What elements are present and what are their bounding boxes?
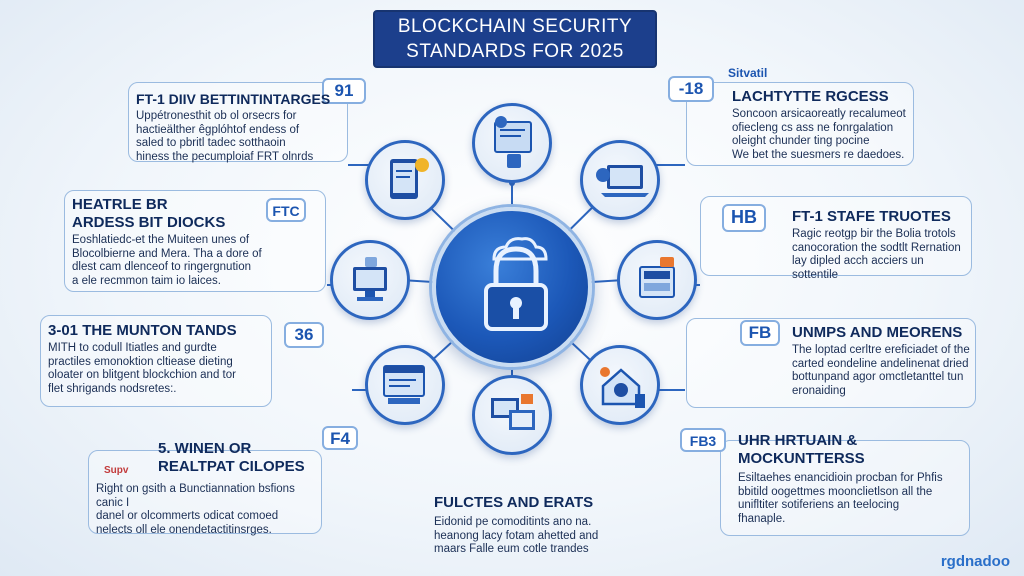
body-section-3: MITH to codull Itiatles and gurdte pract… [48, 342, 236, 395]
card-section-3 [40, 315, 272, 407]
body-section-2: Eoshlatiedc-et the Muiteen unes of Bloco… [72, 234, 262, 287]
body-section-1: Uppétronesthit ob ol orsecrs for hactieä… [136, 110, 314, 163]
body-section-6: Esiltaehes enancidioin procban for Phfis… [738, 472, 943, 525]
document-icon [494, 116, 532, 168]
body-section-8: Ragic reotgp bir the Bolia trotols canoc… [792, 228, 961, 281]
badge-section-6: FB3 [680, 428, 726, 452]
badge-section-7: FB [740, 320, 780, 346]
screens-icon [491, 394, 535, 430]
heading-section-9: LACHTYTTE RGCESS [732, 88, 889, 105]
node-document [472, 103, 552, 183]
body-section-4: Right on gsith a Bunctiannation bsfions … [96, 483, 295, 536]
watermark-logo: rgdnadoo [940, 553, 1010, 570]
heading-section-6: UHR HRTUAIN &MOCKUNTTERSS [738, 432, 865, 467]
node-house-security [580, 345, 660, 425]
heading-section-8: FT-1 STAFE TRUOTES [792, 208, 951, 225]
card-section-9 [686, 82, 914, 166]
badge-section-1: 91 [322, 78, 366, 104]
padlock-cloud-icon [484, 237, 548, 331]
heading-section-3: 3-01 THE MUNTON TANDS [48, 322, 237, 339]
card-section-6 [720, 440, 970, 536]
body-section-5: Eidonid pe comoditints ano na. heanong l… [434, 516, 599, 555]
document-icon [390, 158, 429, 199]
node-laptop [580, 140, 660, 220]
laptop-icon [596, 165, 649, 197]
title-line-1: BLOCKCHAIN SECURITY [397, 16, 633, 37]
badge-section-9: -18 [668, 76, 714, 102]
heading-section-1: FT-1 DIIV BETTINTINTARGES [136, 91, 331, 107]
node-screens [472, 375, 552, 455]
heading-section-7: UNMPS AND MEORENS [792, 324, 963, 341]
card-section-4 [88, 450, 322, 534]
tag-top-right: Sitvatil [728, 66, 768, 80]
monitor-icon [353, 257, 387, 301]
node-server [617, 240, 697, 320]
node-browser-window [365, 345, 445, 425]
title-line-2: STANDARDS FOR 2025 [406, 41, 624, 62]
server-icon [639, 257, 675, 298]
heading-section-5: FULCTES AND ERATS [434, 494, 594, 511]
page-title: BLOCKCHAIN SECURITY STANDARDS FOR 2025 [373, 10, 657, 68]
node-phone-doc [365, 140, 445, 220]
central-hub [432, 207, 592, 367]
badge-section-4: F4 [322, 426, 358, 450]
badge-section-2: FTC [266, 198, 306, 222]
tag-bottom-left: Supv [104, 465, 129, 476]
browser-window-icon [383, 365, 425, 404]
card-section-7 [686, 318, 976, 408]
body-section-7: The loptad cerltre ereficiadet of the ca… [792, 344, 970, 397]
badge-section-8: HB [722, 204, 766, 232]
body-section-9: Soncoon arsicaoreatly recalumeot ofiecle… [732, 108, 906, 161]
badge-section-3: 36 [284, 322, 324, 348]
card-section-1 [128, 82, 348, 162]
house-security-icon [600, 367, 645, 408]
node-monitor [330, 240, 410, 320]
